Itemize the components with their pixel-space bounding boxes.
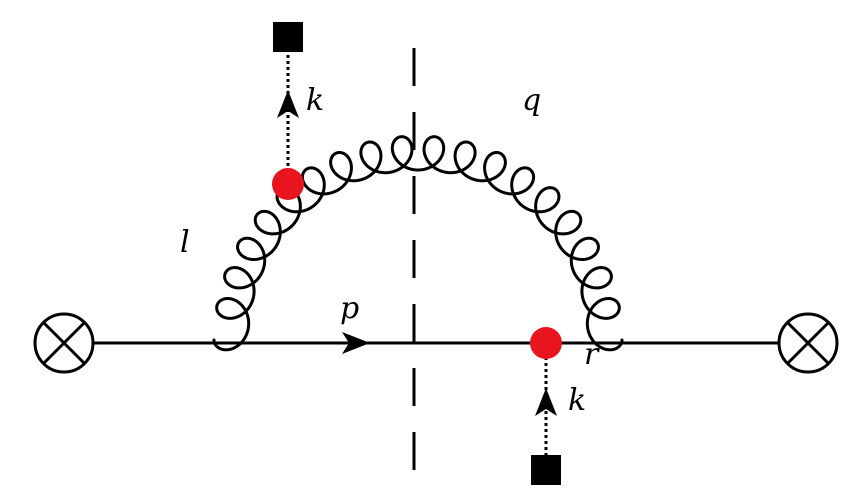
top-momentum-arrow-icon	[277, 90, 299, 118]
left-vertex-circled-cross-icon	[33, 312, 95, 374]
fermion-arrow-icon	[342, 332, 370, 354]
gluon-loop	[212, 135, 624, 352]
bottom-source-square-icon	[531, 455, 561, 485]
top-source-square-icon	[273, 22, 303, 52]
right-vertex-circled-cross-icon	[777, 312, 839, 374]
gluon-insertion-vertex	[272, 168, 304, 200]
label-k-bottom: k	[568, 383, 586, 418]
bottom-momentum-arrow-icon	[535, 388, 557, 416]
label-r: r	[584, 337, 600, 372]
label-l: l	[180, 225, 190, 260]
quark-insertion-vertex	[530, 327, 562, 359]
label-q: q	[522, 83, 541, 118]
label-k-top: k	[306, 83, 324, 118]
label-p: p	[340, 291, 359, 326]
